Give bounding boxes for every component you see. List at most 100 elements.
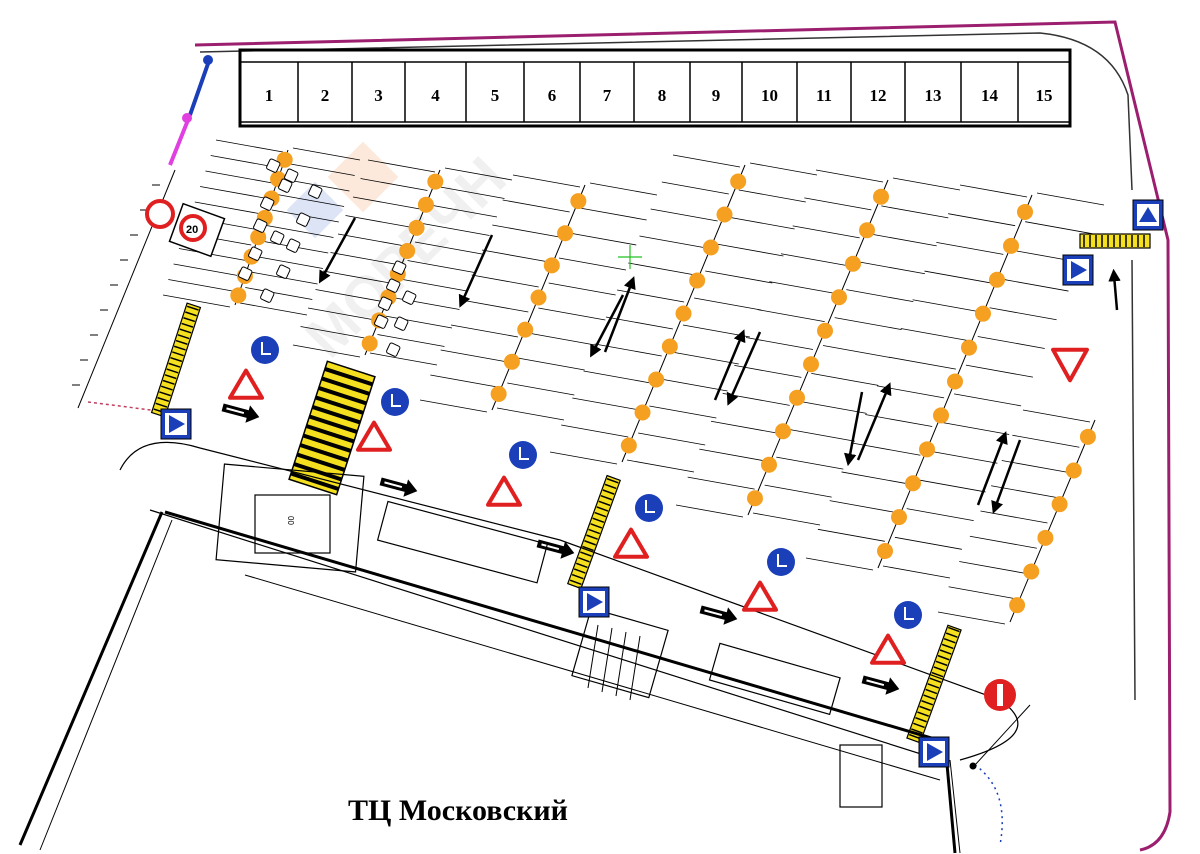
mall-title: ТЦ Московский — [348, 794, 568, 827]
stall-line-left — [792, 225, 860, 239]
stall-line-left — [419, 399, 488, 413]
one-way-sign — [918, 736, 950, 768]
stall-line-right — [705, 270, 773, 284]
stall-line-right — [776, 456, 844, 470]
give-way-sign — [870, 633, 906, 665]
stall-line-left — [471, 274, 539, 288]
motion-arrow-marking — [861, 675, 900, 695]
stall-line-right — [245, 287, 313, 300]
parking-light — [675, 305, 692, 322]
stall-line-right — [287, 163, 355, 176]
parking-light — [230, 287, 247, 304]
stall-line-right — [579, 207, 647, 221]
stall-line-left — [330, 252, 398, 265]
stall-line-right — [787, 428, 856, 442]
stall-line-left — [173, 263, 241, 277]
motorcycle-stall — [260, 196, 275, 211]
crosswalk-stripe — [290, 471, 340, 491]
motorcycle-stall — [296, 212, 311, 227]
stall-line-right — [799, 400, 867, 414]
stall-line-right — [752, 512, 821, 526]
stall-line-right — [292, 147, 361, 161]
give-way-sign — [228, 368, 264, 400]
parking-light — [503, 353, 520, 370]
parking-light — [747, 490, 763, 507]
motion-arrow-marking — [379, 477, 418, 497]
keep-right-sign — [894, 601, 922, 629]
road-signs — [160, 199, 1164, 768]
speed-bump — [1079, 233, 1151, 249]
slot-number: 10 — [761, 86, 778, 105]
stall-line-left — [367, 159, 436, 173]
keep-right-sign — [251, 336, 279, 364]
parking-light — [845, 255, 861, 272]
stall-line-right — [942, 422, 1010, 435]
stall-line-left — [959, 184, 1028, 198]
crosswalk-stripe — [296, 452, 346, 472]
motorcycle-stall — [386, 278, 401, 293]
stall-line-left — [461, 299, 529, 313]
motion-arrow-marking — [699, 605, 738, 625]
parking-light — [730, 173, 747, 190]
speed-bump — [566, 474, 622, 590]
parking-light — [1051, 496, 1068, 513]
stall-line-left — [168, 279, 236, 292]
slot-number: 11 — [816, 86, 832, 105]
parking-light — [961, 339, 977, 356]
one-way-sign — [1062, 254, 1094, 286]
stall-line-left — [948, 213, 1016, 227]
stall-line-left — [1012, 434, 1080, 448]
stall-line-right — [906, 508, 974, 522]
stall-line-left — [502, 199, 570, 213]
parking-light — [947, 373, 963, 390]
parking-light — [1023, 563, 1040, 580]
stall-line-left — [628, 262, 696, 276]
motorcycle-stall — [253, 218, 268, 233]
stall-line-left — [194, 201, 262, 215]
parking-light — [761, 456, 777, 473]
pedestrian-path — [168, 55, 213, 166]
stall-line-left — [337, 233, 406, 247]
motorcycle-stall — [386, 342, 401, 357]
motorcycle-stall — [260, 288, 275, 303]
slot-number: 14 — [981, 86, 999, 105]
stall-line-right — [548, 282, 616, 296]
parking-light — [933, 407, 949, 424]
stall-line-right — [869, 233, 937, 247]
stall-line-right — [930, 450, 998, 464]
motorcycle-stall — [276, 264, 291, 279]
stall-line-right — [764, 484, 832, 498]
stall-line-left — [980, 510, 1048, 524]
give-way-sign — [1051, 347, 1089, 383]
parking-light — [716, 206, 733, 223]
slot-number: 5 — [491, 86, 500, 105]
parking-light — [831, 289, 847, 306]
crosswalk-stripe — [318, 386, 367, 406]
road-marking-label: 00 — [286, 516, 295, 525]
parking-light — [919, 441, 935, 458]
slot-number: 2 — [321, 86, 330, 105]
parking-light — [1017, 203, 1033, 220]
stall-line-left — [888, 356, 956, 370]
stall-line-right — [266, 225, 334, 238]
stall-line-left — [841, 471, 909, 485]
parking-light — [620, 437, 637, 454]
motorcycle-stall — [392, 260, 407, 275]
give-way-sign — [742, 580, 778, 612]
stall-line-left — [1022, 409, 1091, 423]
stall-line-right — [517, 357, 585, 371]
parking-light — [490, 385, 507, 402]
stall-line-left — [650, 208, 718, 222]
stall-line-left — [815, 169, 884, 183]
stall-line-right — [727, 216, 795, 230]
motion-arrow-marking — [221, 403, 260, 423]
stall-line-right — [1025, 221, 1093, 235]
parking-light — [517, 321, 534, 338]
stall-line-right — [738, 189, 806, 203]
stall-line-right — [857, 261, 926, 275]
stall-line-right — [444, 167, 513, 181]
stall-line-right — [589, 182, 658, 196]
keep-right-sign — [381, 388, 409, 416]
parking-light — [1003, 237, 1019, 254]
motorcycle-stall — [378, 296, 393, 311]
